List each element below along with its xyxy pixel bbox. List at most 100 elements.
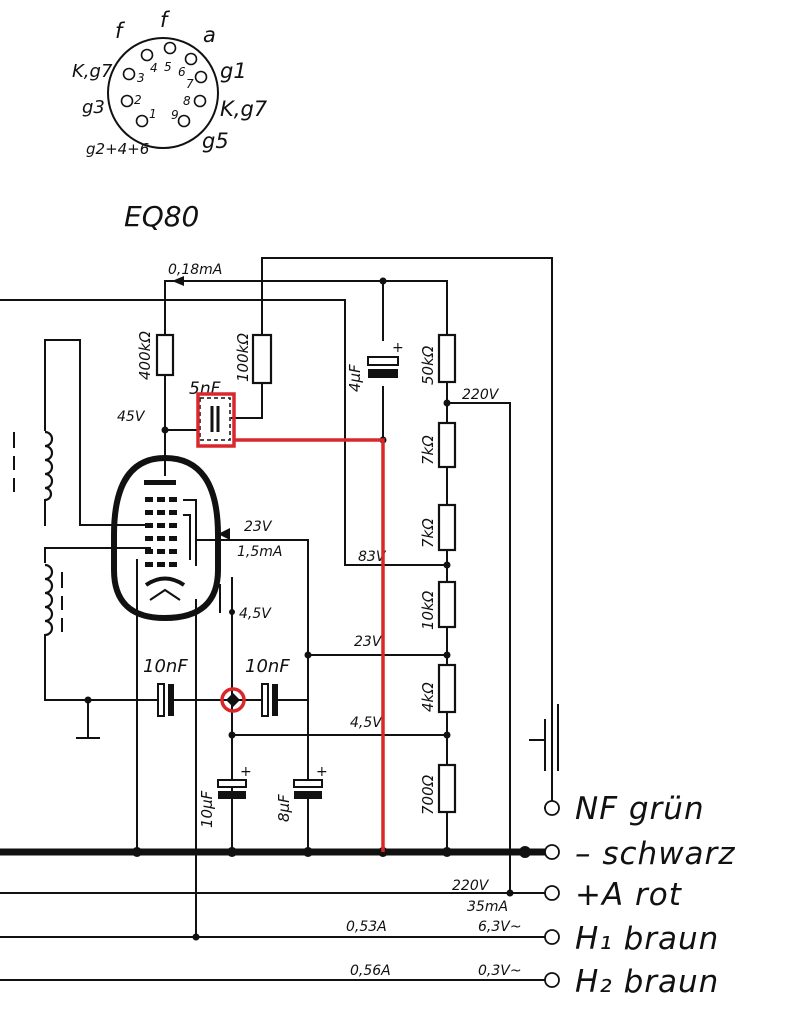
resistor-4k (437, 663, 457, 714)
junction-dots (84, 277, 531, 941)
terminal-h1 (544, 929, 560, 945)
terminal-label-h1: H₁ braun (575, 921, 719, 957)
label-c-5nf: 5nF (189, 379, 221, 399)
resistor-10k (437, 580, 457, 629)
svg-text:+: + (240, 764, 252, 780)
label-r-7k-a: 7kΩ (419, 435, 437, 465)
socket-pin-7 (194, 70, 208, 84)
label-r-10k: 10kΩ (419, 590, 437, 630)
wire-grid-lead (195, 539, 448, 656)
socket-pin-num-9: 9 (171, 108, 179, 122)
wire-plate-current (164, 280, 448, 346)
capacitor-5nf (210, 406, 220, 432)
annot-23v-divider: 23V (354, 634, 383, 650)
annot-45v-cathode: 4,5V (239, 606, 272, 622)
label-c-4uf: 4μF (346, 364, 364, 392)
resistor-400k (155, 333, 175, 377)
capacitor-10nf-right (261, 683, 278, 717)
label-c-10uf: 10μF (198, 790, 216, 828)
annot-018ma: 0,18mA (168, 262, 222, 278)
wire-coil-top (44, 339, 151, 526)
measurement-annotations: 0,18mA 45V 220V 23V 1,5mA 83V 4,5V 23V 4… (117, 262, 522, 979)
socket-label-a: a (203, 23, 216, 47)
capacitor-4uf: + (367, 340, 404, 378)
resistor-7k-a (437, 421, 457, 469)
label-c-10nf-right: 10nF (245, 656, 290, 677)
resistor-700 (437, 763, 457, 814)
socket-outline (107, 37, 219, 149)
capacitor-10uf: + (217, 764, 252, 799)
socket-label-kg7-right: K,g7 (220, 97, 268, 121)
label-r-4k: 4kΩ (419, 682, 437, 712)
annot-35ma: 35mA (467, 899, 508, 915)
socket-pin-9 (177, 114, 191, 128)
highlight-node-circle (220, 687, 246, 713)
resistor-7k-b (437, 503, 457, 552)
socket-pin-2 (120, 94, 134, 108)
terminal-label-ground: – schwarz (575, 836, 736, 872)
socket-pin-num-5: 5 (164, 60, 172, 74)
socket-pin-num-3: 3 (137, 71, 145, 85)
coupling-coils (13, 430, 63, 637)
terminal-label-nf: NF grün (575, 791, 705, 827)
label-r-700: 700Ω (419, 774, 437, 815)
socket-pin-num-2: 2 (134, 93, 142, 107)
label-r-7k-b: 7kΩ (419, 518, 437, 548)
socket-label-g3: g3 (82, 97, 105, 118)
tube-type-label: EQ80 (124, 200, 199, 233)
highlight-5nf-box (196, 392, 236, 448)
resistor-50k (437, 333, 457, 384)
annot-83v: 83V (358, 549, 387, 565)
highlight-node-dot (226, 693, 240, 707)
label-r-50k: 50kΩ (419, 345, 437, 385)
highlight-wire (234, 438, 385, 852)
wire-shield (529, 704, 559, 771)
terminal-h2 (544, 972, 560, 988)
tube-eq80-symbol (111, 454, 230, 622)
annot-03v: 0,3V~ (478, 963, 522, 979)
label-r-100k: 100kΩ (234, 333, 252, 382)
socket-pin-6 (184, 52, 198, 66)
socket-pin-4 (140, 48, 154, 62)
annot-053a: 0,53A (346, 919, 387, 935)
terminal-label-h2: H₂ braun (575, 964, 719, 1000)
annot-23v-grid: 23V (244, 519, 273, 535)
capacitor-8uf: + (293, 764, 328, 799)
socket-pin-num-8: 8 (183, 94, 191, 108)
output-terminals: NF grün – schwarz +A rot H₁ braun H₂ bra… (544, 791, 736, 1000)
annot-45v-divider: 4,5V (350, 715, 383, 731)
socket-label-g1: g1 (220, 59, 247, 83)
label-c-8uf: 8μF (275, 794, 293, 822)
annot-45v: 45V (117, 409, 146, 425)
socket-pin-num-4: 4 (150, 61, 158, 75)
annot-056a: 0,56A (350, 963, 391, 979)
svg-text:+: + (316, 764, 328, 780)
terminal-label-plus-a: +A rot (575, 877, 683, 913)
annot-220v-top: 220V (462, 387, 500, 403)
red-markup (196, 392, 385, 852)
socket-pin-8 (193, 94, 207, 108)
wire-ground-stub (76, 699, 100, 739)
wire-100k-node (231, 381, 263, 419)
capacitor-10nf-left (157, 683, 174, 717)
component-labels: 400kΩ 100kΩ 5nF 4μF 50kΩ 7kΩ 7kΩ 10kΩ 4k… (136, 331, 437, 828)
socket-pin-1 (135, 114, 149, 128)
terminal-nf (544, 800, 560, 816)
current-arrow (172, 276, 184, 286)
socket-pin-5 (163, 41, 177, 55)
socket-pin-num-6: 6 (178, 65, 186, 79)
capacitor-5nf-box (199, 397, 231, 441)
resistors (155, 333, 457, 814)
annot-63v: 6,3V~ (478, 919, 522, 935)
annot-220v-bottom: 220V (452, 878, 490, 894)
grid-arrow (218, 528, 230, 540)
wire-coil-bottom (44, 547, 161, 701)
coil-upper (44, 430, 54, 502)
socket-pin-num-1: 1 (149, 107, 157, 121)
wire-left-feed (0, 299, 448, 566)
socket-label-f-top: f (160, 8, 171, 32)
label-c-10nf-left: 10nF (143, 656, 188, 677)
socket-label-kg7-left: K,g7 (72, 61, 113, 82)
terminal-plus-a (544, 885, 560, 901)
